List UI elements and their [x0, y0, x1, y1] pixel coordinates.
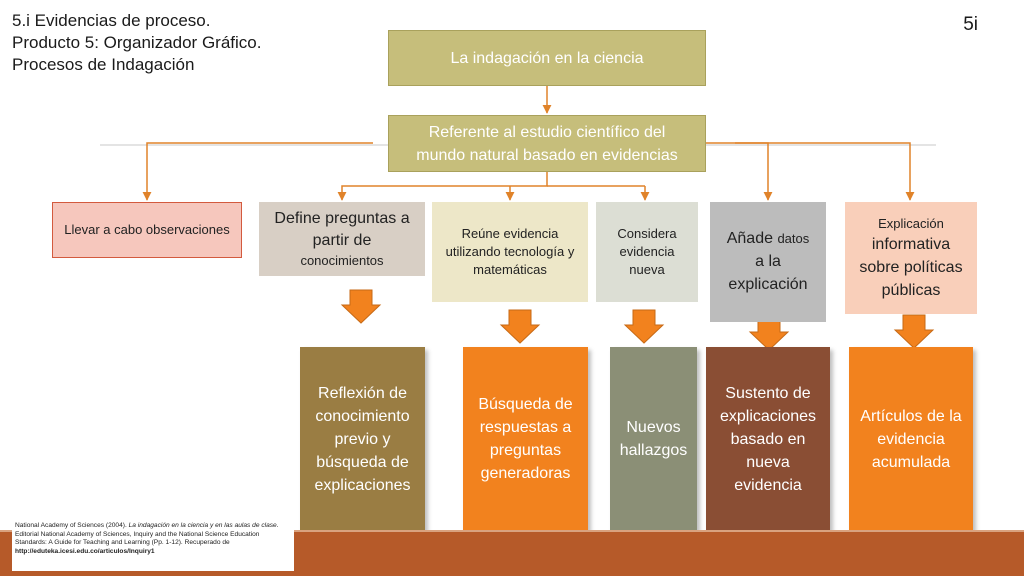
result-sustento-label: Sustento de explicaciones basado en nuev…: [719, 384, 817, 494]
page-number: 5i: [963, 14, 978, 35]
citation-publisher: . Editorial National Academy of Sciences…: [15, 522, 279, 547]
citation-text: National Academy of Sciences (2004).: [15, 522, 129, 529]
down-arrow-1: [340, 289, 382, 324]
down-arrow-3: [623, 309, 665, 344]
down-arrow-2: [499, 309, 541, 344]
process-anade-small: datos: [777, 231, 810, 246]
result-reflexion: Reflexión de conocimiento previo y búsqu…: [300, 347, 425, 531]
result-reflexion-label: Reflexión de conocimiento previo y búsqu…: [314, 384, 411, 494]
result-articulos-label: Artículos de la evidencia acumulada: [860, 407, 962, 471]
process-explicacion-label: informativa sobre políticas públicas: [859, 235, 963, 299]
slide-title: 5.i Evidencias de proceso. Producto 5: O…: [12, 10, 261, 76]
process-anade-label: Añade datos: [727, 228, 810, 250]
root-label: La indagación en la ciencia: [450, 49, 644, 67]
down-arrow-4: [748, 317, 790, 351]
connector-explicacion: [706, 142, 915, 201]
result-sustento: Sustento de explicaciones basado en nuev…: [706, 347, 830, 531]
footer-line: [0, 530, 1024, 532]
definition-node: Referente al estudio científico del mund…: [388, 115, 706, 172]
result-hallazgos: Nuevos hallazgos: [610, 347, 697, 531]
process-preguntas-label: Define preguntas a partir de: [274, 210, 410, 249]
process-considera: Considera evidencia nueva: [596, 202, 698, 302]
process-observaciones: Llevar a cabo observaciones: [52, 202, 242, 258]
result-busqueda: Búsqueda de respuestas a preguntas gener…: [463, 347, 588, 531]
process-evidencia: Reúne evidencia utilizando tecnología y …: [432, 202, 588, 302]
citation-title: La indagación en la ciencia y en las aul…: [128, 522, 277, 529]
down-arrow-5: [893, 314, 935, 349]
process-considera-label: Considera evidencia nueva: [617, 226, 677, 277]
result-articulos: Artículos de la evidencia acumulada: [849, 347, 973, 531]
connector-observaciones: [142, 142, 373, 201]
title-line-2: Producto 5: Organizador Gráfico.: [12, 33, 262, 52]
result-hallazgos-label: Nuevos hallazgos: [619, 419, 688, 459]
process-preguntas-sublabel: conocimientos: [300, 253, 384, 268]
process-evidencia-label: Reúne evidencia utilizando tecnología y …: [445, 226, 575, 277]
process-preguntas: Define preguntas a partir de conocimient…: [259, 202, 425, 276]
process-anade: Añade datos a la explicación: [710, 202, 826, 322]
title-line-1: 5.i Evidencias de proceso.: [12, 11, 211, 30]
title-line-3: Procesos de Indagación: [12, 55, 195, 74]
result-busqueda-label: Búsqueda de respuestas a preguntas gener…: [478, 396, 573, 482]
connector-anade: [735, 142, 773, 201]
process-explicacion-small: Explicación: [878, 215, 944, 231]
citation: National Academy of Sciences (2004). La …: [12, 521, 294, 571]
process-observaciones-label: Llevar a cabo observaciones: [64, 222, 230, 237]
process-explicacion: Explicación informativa sobre políticas …: [845, 202, 977, 314]
root-node: La indagación en la ciencia: [388, 30, 706, 86]
process-anade-word: Añade: [726, 230, 773, 247]
citation-url[interactable]: http://eduteka.icesi.edu.co/articulos/In…: [15, 547, 155, 555]
definition-label: Referente al estudio científico del mund…: [416, 123, 678, 164]
connector-preguntas: [337, 172, 548, 201]
process-anade-sublabel: a la explicación: [728, 253, 808, 293]
